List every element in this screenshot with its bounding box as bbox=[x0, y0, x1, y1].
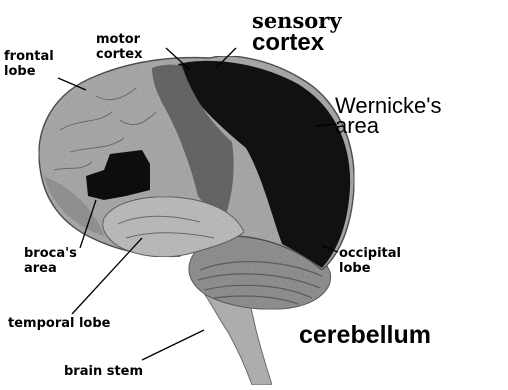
leader-temporal bbox=[72, 238, 142, 314]
sensory-cortex-label-line2: cortex bbox=[252, 31, 324, 55]
brocas-area-label: broca's area bbox=[24, 246, 77, 276]
frontal-lobe-label: frontal lobe bbox=[4, 49, 54, 79]
brain-stem-label: brain stem bbox=[64, 364, 143, 379]
wernickes-area-label: Wernicke's area bbox=[335, 96, 442, 136]
occipital-lobe-label: occipital lobe bbox=[339, 246, 401, 276]
leader-brain-stem bbox=[142, 330, 204, 360]
cerebellum-label: cerebellum bbox=[299, 321, 431, 349]
motor-cortex-label: motor cortex bbox=[96, 32, 142, 62]
temporal-lobe-label: temporal lobe bbox=[8, 316, 111, 331]
